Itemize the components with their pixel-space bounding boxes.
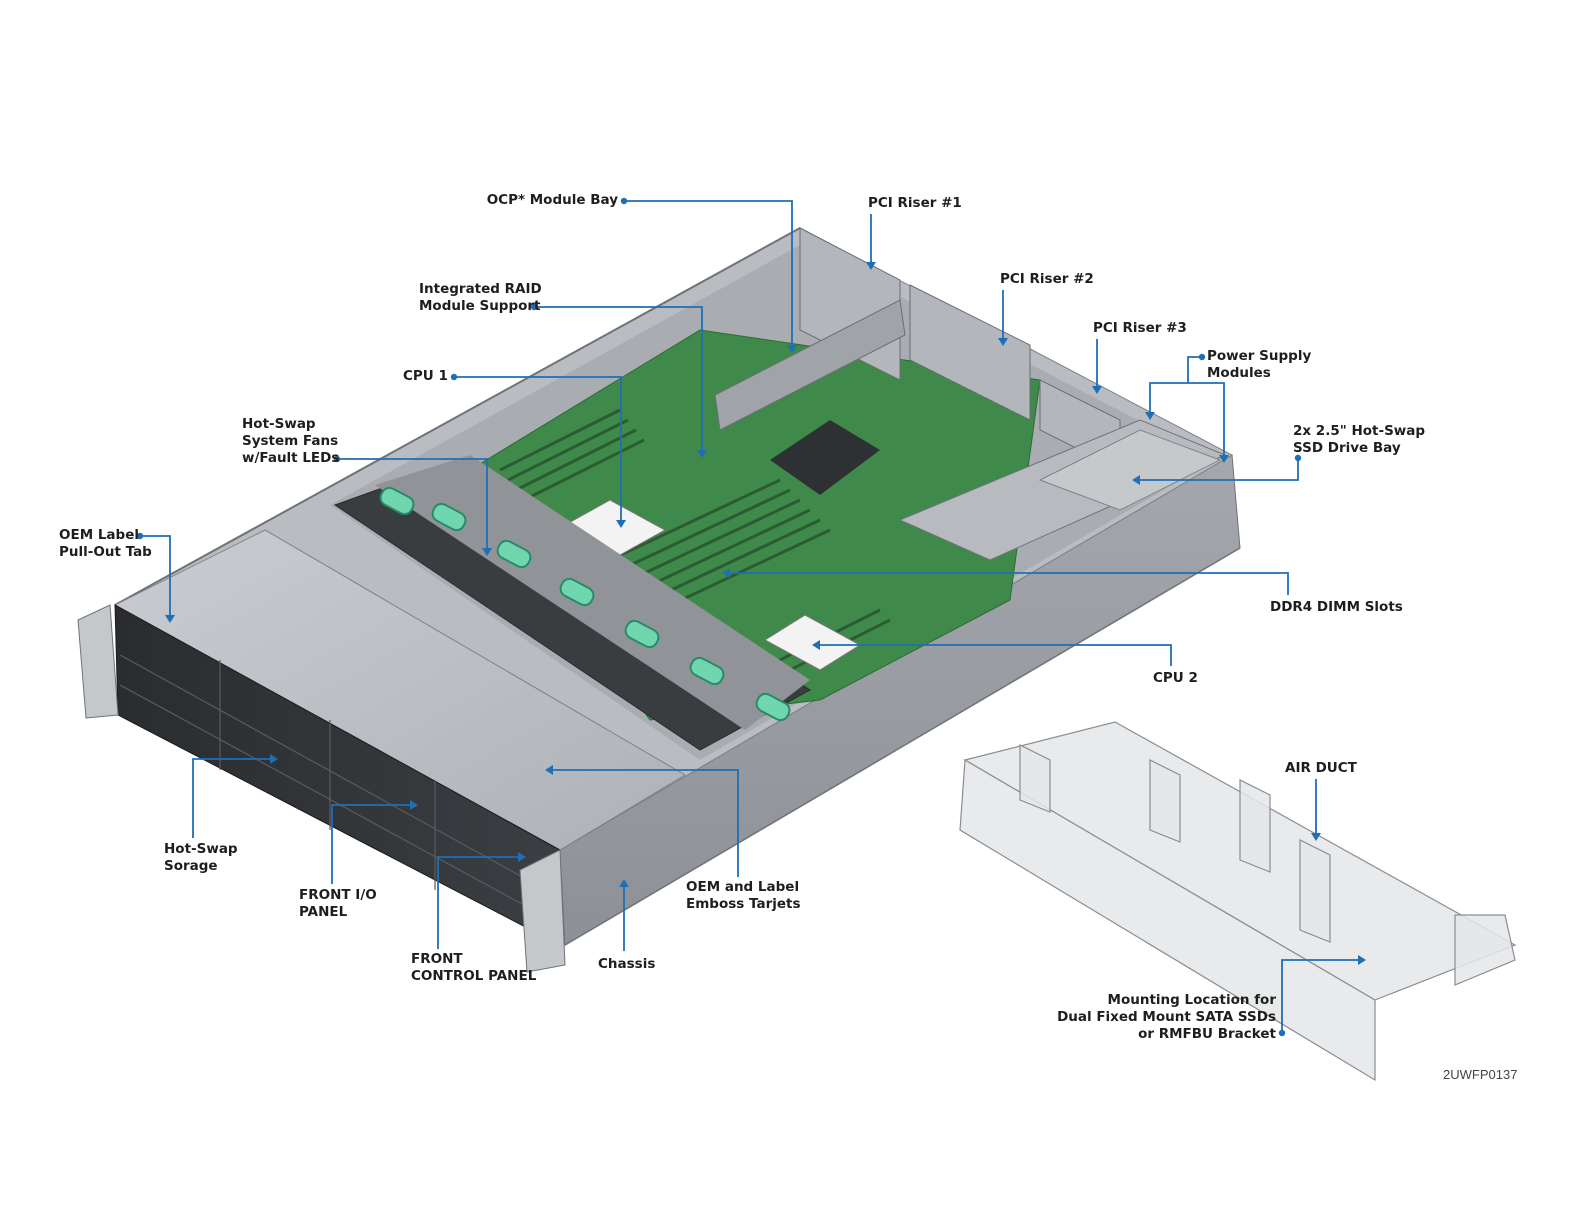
heatsink [770,420,880,495]
label-integrated-raid: Integrated RAID Module Support [419,281,542,315]
label-ssd-drive-bay-line2: SSD Drive Bay [1293,440,1401,456]
label-power-supply-line1: Power Supply [1207,348,1312,364]
label-front-control-panel: FRONT CONTROL PANEL [411,951,536,985]
label-integrated-raid-line2: Module Support [419,298,541,314]
label-hot-swap-storage-line1: Hot-Swap [164,841,238,857]
label-ocp-module-bay: OCP* Module Bay [486,192,618,208]
label-power-supply: Power Supply Modules [1207,348,1311,382]
label-mounting-location: Mounting Location for Dual Fixed Mount S… [1040,992,1276,1043]
label-mounting-location-line1: Mounting Location for [1107,992,1276,1008]
leader-storage [192,758,270,838]
chassis-side-ridge [564,547,1241,946]
leader-oem-tab [140,535,171,615]
leader-front-io [331,804,410,884]
label-cpu2: CPU 2 [1153,670,1198,686]
label-front-io-panel-line1: FRONT I/O [299,887,377,903]
label-front-io-panel: FRONT I/O PANEL [299,887,377,921]
leader-mount [1281,959,1358,1033]
label-integrated-raid-line1: Integrated RAID [419,281,542,297]
label-ssd-drive-bay: 2x 2.5" Hot-Swap SSD Drive Bay [1293,423,1425,457]
label-cpu1: CPU 1 [403,368,448,384]
label-oem-emboss-targets-line2: Emboss Tarjets [686,896,801,912]
label-hot-swap-storage: Hot-Swap Sorage [164,841,238,875]
leader-raid [534,306,703,450]
front-panel [114,604,561,946]
label-hot-swap-storage-line2: Sorage [164,858,218,874]
label-pci-riser-2: PCI Riser #2 [1000,271,1094,287]
pci-riser-2 [909,284,1031,421]
label-front-control-panel-line1: FRONT [411,951,463,967]
label-air-duct: AIR DUCT [1285,760,1357,776]
right-rack-handle [519,849,566,973]
leader-cpu2 [820,644,1172,666]
label-oem-pull-out-tab-line2: Pull-Out Tab [59,544,152,560]
leader-ocp [624,200,793,345]
label-pci-riser-1: PCI Riser #1 [868,195,962,211]
label-chassis: Chassis [598,956,656,972]
air-duct [959,721,1517,1082]
label-front-control-panel-line2: CONTROL PANEL [411,968,537,984]
leader-ssd [1140,458,1299,481]
leader-dots [136,197,1302,1037]
label-system-fans-line1: Hot-Swap [242,416,316,432]
label-oem-emboss-targets-line1: OEM and Label [686,879,800,895]
leader-psu [1149,356,1225,455]
label-ddr4-dimm-slots: DDR4 DIMM Slots [1270,599,1403,615]
ocp-riser-bracket [714,299,906,431]
leader-front-ctrl [437,856,518,949]
fan-handles [379,486,791,722]
left-rack-handle [77,604,119,719]
label-front-io-panel-line2: PANEL [299,904,348,920]
label-mounting-location-line3: or RMFBU Bracket [1138,1026,1276,1042]
label-system-fans-line3: w/Fault LEDs [242,450,340,466]
label-oem-pull-out-tab-line1: OEM Label [59,527,139,543]
label-system-fans: Hot-Swap System Fans w/Fault LEDs [242,416,339,467]
leader-cpu1 [454,376,622,520]
label-ssd-drive-bay-line1: 2x 2.5" Hot-Swap [1293,423,1426,439]
figure-id: 2UWFP0137 [1443,1067,1518,1082]
leader-lines [140,200,1358,1033]
label-mounting-location-line2: Dual Fixed Mount SATA SSDs [1057,1009,1276,1025]
leader-arrowheads [165,262,1366,965]
label-power-supply-line2: Modules [1207,365,1271,381]
leader-fans [337,458,488,548]
label-system-fans-line2: System Fans [242,433,339,449]
leader-emboss [553,769,739,877]
label-pci-riser-3: PCI Riser #3 [1093,320,1187,336]
label-oem-pull-out-tab: OEM Label Pull-Out Tab [59,527,152,561]
label-oem-emboss-targets: OEM and Label Emboss Tarjets [686,879,801,913]
dimm-slots [499,408,891,692]
power-supply-bay [898,419,1227,561]
leader-dimm [730,572,1289,595]
